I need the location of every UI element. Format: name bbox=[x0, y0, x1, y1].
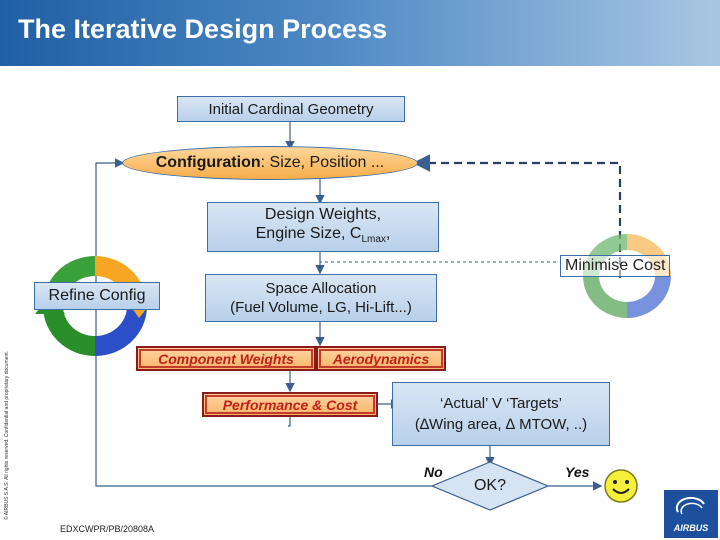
document-reference: EDXCWPR/PB/20808A bbox=[60, 524, 155, 534]
yes-branch-label: Yes bbox=[565, 464, 590, 480]
refine-config-label: Refine Config bbox=[48, 287, 146, 304]
clmax-subscript: Lmax bbox=[361, 234, 386, 246]
aerodynamics-label: Aerodynamics bbox=[332, 350, 430, 367]
airbus-logo-text: AIRBUS bbox=[673, 523, 709, 533]
no-branch-label: No bbox=[424, 464, 443, 480]
configuration-detail: : Size, Position ... bbox=[260, 154, 385, 171]
ok-decision-label: OK? bbox=[473, 477, 506, 494]
refine-config-box: Refine Config bbox=[34, 282, 160, 310]
smiley-face-icon bbox=[604, 469, 638, 503]
design-weights-line2: Engine Size, CLmax, bbox=[255, 224, 391, 246]
design-weights-line1: Design Weights, bbox=[264, 205, 382, 223]
configuration-keyword: Configuration bbox=[155, 154, 261, 171]
copyright-notice: © AIRBUS S.A.S. All rights reserved. Con… bbox=[4, 350, 10, 520]
initial-geometry-label: Initial Cardinal Geometry bbox=[208, 100, 374, 118]
configuration-ellipse: Configuration: Size, Position ... bbox=[122, 146, 418, 180]
slide-title: The Iterative Design Process bbox=[18, 14, 388, 44]
aerodynamics-box: Aerodynamics bbox=[316, 346, 446, 371]
airbus-logo: AIRBUS bbox=[664, 490, 718, 538]
component-weights-box: Component Weights bbox=[136, 346, 316, 371]
performance-cost-label: Performance & Cost bbox=[222, 396, 358, 413]
actual-targets-box: ‘Actual’ V ‘Targets’ (∆Wing area, ∆ MTOW… bbox=[392, 382, 610, 446]
space-allocation-line2: (Fuel Volume, LG, Hi-Lift...) bbox=[230, 299, 412, 316]
space-allocation-line1: Space Allocation bbox=[265, 280, 377, 297]
minimise-cost-label: Minimise Cost bbox=[560, 255, 671, 277]
design-weights-box: Design Weights, Engine Size, CLmax, bbox=[207, 202, 439, 252]
actual-targets-line1: ‘Actual’ V ‘Targets’ bbox=[440, 395, 562, 412]
header-band bbox=[0, 0, 720, 66]
initial-geometry-box: Initial Cardinal Geometry bbox=[177, 96, 405, 122]
space-allocation-box: Space Allocation (Fuel Volume, LG, Hi-Li… bbox=[205, 274, 437, 322]
actual-targets-line2: (∆Wing area, ∆ MTOW, ..) bbox=[414, 416, 588, 433]
performance-cost-box: Performance & Cost bbox=[202, 392, 378, 417]
component-weights-label: Component Weights bbox=[158, 350, 294, 367]
airbus-logo-mark bbox=[675, 496, 705, 515]
